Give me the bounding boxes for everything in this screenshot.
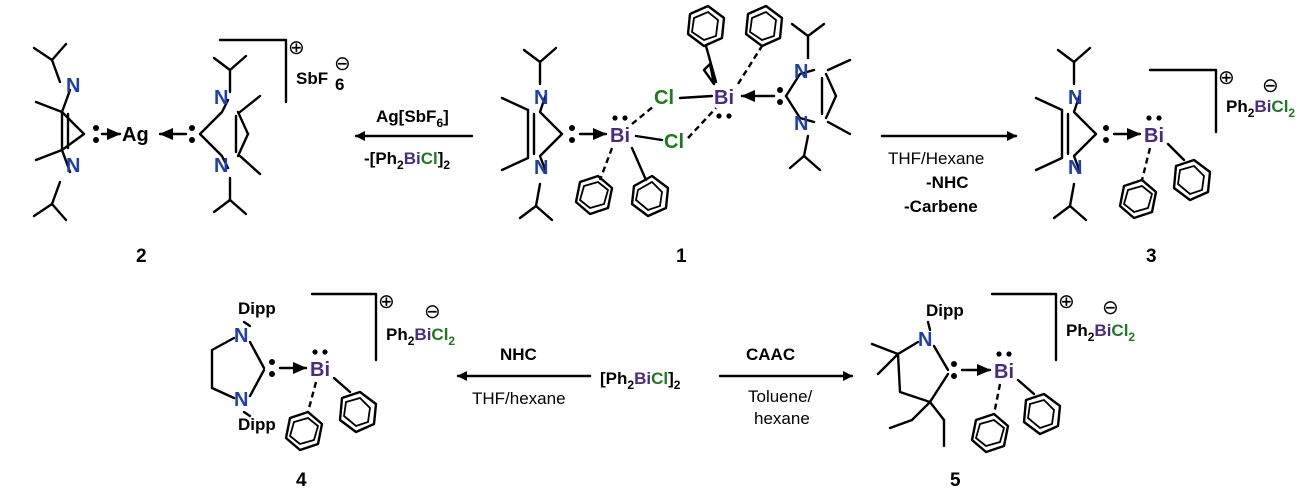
lone-pair-dot xyxy=(93,137,99,143)
compound-number-1: 1 xyxy=(676,246,687,267)
phenyl-ring xyxy=(338,390,378,434)
arrow-to-4: NHC THF/hexane xyxy=(456,345,592,408)
phenyl-ring xyxy=(1118,178,1158,220)
compound-number-2: 2 xyxy=(136,246,147,267)
anion-formula: Ph2BiCl2 xyxy=(386,325,455,348)
phenyl-ring xyxy=(744,4,784,48)
charge-bracket xyxy=(218,38,288,104)
byproduct-text: -[Ph xyxy=(364,149,397,168)
anion-formula: SbF xyxy=(296,69,328,88)
svg-text:-[Ph2BiCl]2: -[Ph2BiCl]2 xyxy=(364,149,450,172)
arrow-to-2: Ag[SbF6] -[Ph2BiCl]2 xyxy=(354,107,474,172)
arrow-to-5: CAAC Toluene/ hexane xyxy=(718,345,854,428)
negative-charge: ⊖ xyxy=(1262,75,1279,97)
compound-1: N N Bi Cl Cl Bi N N xyxy=(500,4,852,267)
phenyl-ring xyxy=(1022,392,1062,436)
phenyl-ring xyxy=(1172,158,1212,202)
chlorine-label: Cl xyxy=(654,87,674,109)
nitrogen-label: N xyxy=(794,113,808,135)
negative-charge: ⊖ xyxy=(334,53,351,75)
phenyl-ring xyxy=(574,174,614,216)
compound-2: N N Ag N N xyxy=(32,37,351,267)
lone-pair-dot xyxy=(189,125,195,131)
imidazole-ring-left: N N xyxy=(32,42,99,222)
chlorine-label: Cl xyxy=(664,131,684,153)
reagent-text: Ag[SbF xyxy=(376,107,436,126)
nitrogen-label: N xyxy=(214,87,228,109)
charge-bracket xyxy=(990,292,1058,362)
byproduct-text: -Carbene xyxy=(904,197,978,216)
svg-text:Ag[SbF6]: Ag[SbF6] xyxy=(376,107,449,130)
imidazole-ring-right: N N xyxy=(189,54,262,216)
anion-sbf6: SbF 6 ⊖ xyxy=(296,53,351,94)
nitrogen-label: N xyxy=(234,325,248,347)
bismuth-label: Bi xyxy=(610,125,630,147)
dipp-label: Dipp xyxy=(238,299,276,318)
nitrogen-label: N xyxy=(1068,157,1082,179)
compound-5: Dipp N Bi ⊕ ⊖ Ph2BiCl2 5 xyxy=(870,291,1135,491)
anion-formula: Ph2BiCl2 xyxy=(1066,321,1135,344)
compound-number-5: 5 xyxy=(950,470,961,491)
condition-text: THF/Hexane xyxy=(888,149,984,168)
nitrogen-label: N xyxy=(234,389,248,411)
anion-subscript: 6 xyxy=(335,75,344,94)
phenyl-ring xyxy=(686,4,726,48)
nitrogen-label: N xyxy=(66,155,80,177)
nitrogen-label: N xyxy=(66,75,80,97)
dipp-label: Dipp xyxy=(926,301,964,320)
negative-charge: ⊖ xyxy=(424,301,441,323)
compound-number-3: 3 xyxy=(1146,246,1157,267)
bismuth-label: Bi xyxy=(994,361,1014,383)
bismuth-label: Bi xyxy=(310,359,330,381)
reagent-text: CAAC xyxy=(746,345,795,364)
bismuth-label: Bi xyxy=(1144,125,1164,147)
compound-number-4: 4 xyxy=(296,470,307,491)
lone-pair-dot xyxy=(569,125,575,131)
lone-pair-dot xyxy=(189,137,195,143)
phenyl-ring xyxy=(284,410,324,452)
dipp-label: Dipp xyxy=(238,415,276,434)
positive-charge: ⊕ xyxy=(378,291,395,313)
charge-bracket xyxy=(1148,68,1218,134)
arrow-to-3: THF/Hexane -NHC -Carbene xyxy=(880,131,1018,216)
nitrogen-label: N xyxy=(1068,87,1082,109)
phenyl-ring xyxy=(970,412,1010,454)
condition-text: THF/hexane xyxy=(472,389,566,408)
compound-4: Dipp N N Dipp Bi ⊕ ⊖ Ph2BiCl2 4 xyxy=(210,291,455,491)
phenyl-ring xyxy=(630,174,670,218)
svg-text:[Ph2BiCl]2: [Ph2BiCl]2 xyxy=(600,369,681,392)
nitrogen-label: N xyxy=(214,155,228,177)
positive-charge: ⊕ xyxy=(1058,291,1075,313)
anion-formula: Ph2BiCl2 xyxy=(1226,97,1295,120)
lone-pair-dot xyxy=(569,137,575,143)
bismuth-label: Bi xyxy=(714,87,734,109)
condition-text: hexane xyxy=(754,409,810,428)
center-reagent: [Ph2BiCl]2 xyxy=(600,369,681,392)
nitrogen-label: N xyxy=(918,329,932,351)
nitrogen-label: N xyxy=(534,157,548,179)
byproduct-text: -NHC xyxy=(926,173,969,192)
nitrogen-label: N xyxy=(534,87,548,109)
negative-charge: ⊖ xyxy=(1102,297,1119,319)
silver-label: Ag xyxy=(122,124,149,146)
reagent-text: NHC xyxy=(500,345,537,364)
condition-text: Toluene/ xyxy=(748,387,813,406)
positive-charge: ⊕ xyxy=(288,37,305,59)
lone-pair-dot xyxy=(93,125,99,131)
nitrogen-label: N xyxy=(794,61,808,83)
positive-charge: ⊕ xyxy=(1218,67,1235,89)
charge-bracket xyxy=(310,292,378,362)
compound-3: N N Bi ⊕ ⊖ Ph2BiCl2 3 xyxy=(1034,46,1295,267)
